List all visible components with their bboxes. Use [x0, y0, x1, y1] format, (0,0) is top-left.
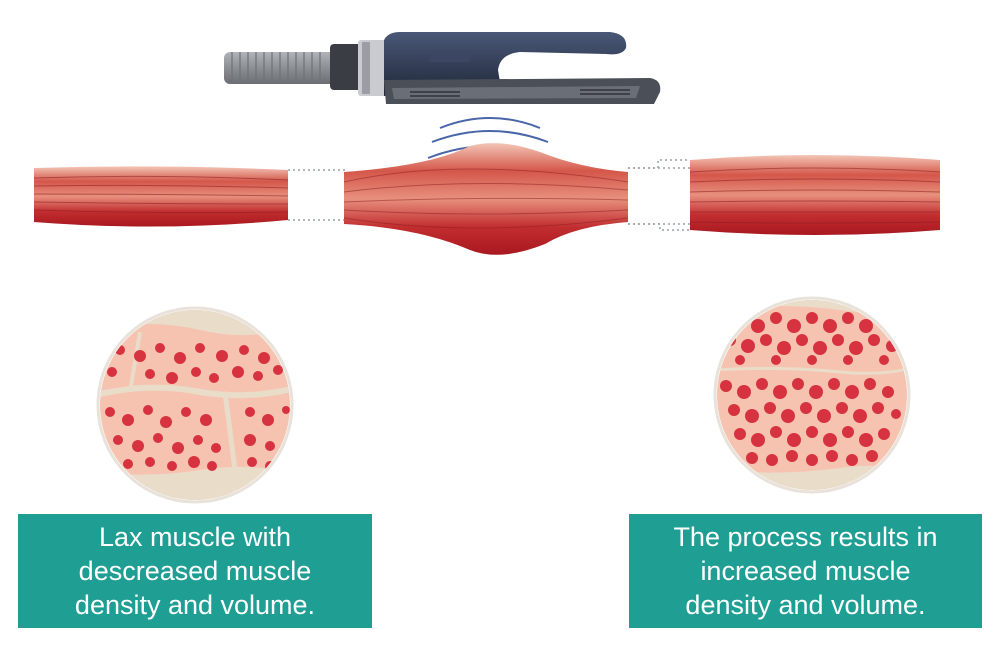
caption-right-line-1: The process results in — [673, 522, 938, 552]
caption-right-line-2: increased muscle — [700, 556, 911, 586]
caption-left: Lax muscle with descreased muscle densit… — [18, 514, 372, 628]
muscle-tissue-right — [713, 296, 911, 494]
caption-left-line-1: Lax muscle with — [98, 522, 292, 552]
caption-left-line-3: density and volume. — [74, 590, 316, 620]
caption-left-line-2: descreased muscle — [78, 556, 312, 586]
muscle-tissue-left — [96, 306, 294, 504]
caption-right-line-3: density and volume. — [685, 590, 926, 620]
caption-right: The process results in increased muscle … — [629, 514, 982, 628]
muscle-fiber-middle — [343, 143, 629, 255]
muscle-fiber-right — [689, 155, 941, 235]
device-handpiece-icon — [224, 32, 661, 104]
muscle-fiber-left — [33, 166, 289, 227]
dotted-connector — [288, 159, 690, 231]
